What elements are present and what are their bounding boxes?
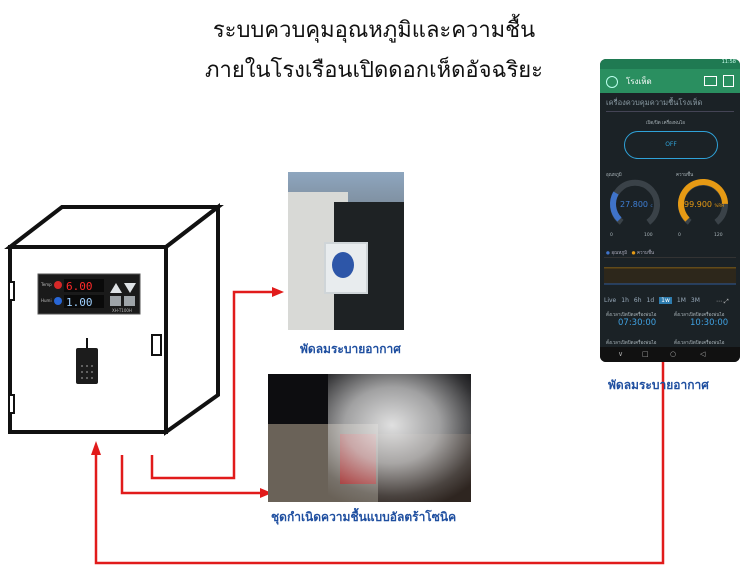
timer3-label: ตั้งเวลาเปิดปิดเครื่องพ่นไอ	[606, 341, 657, 346]
fan-icon	[332, 252, 354, 278]
cabinet-side	[164, 202, 220, 436]
device-name-field[interactable]: เครื่องควบคุมความชื้นโรงเห็ด	[606, 97, 734, 112]
set-button-icon	[110, 296, 121, 306]
control-cabinet	[4, 202, 224, 436]
android-nav-bar: ∨ □ ○ ◁	[600, 347, 740, 362]
timer1-value[interactable]: 07:30:00	[618, 318, 657, 328]
switch-label: เปิด/ปิด เครื่องพ่นไอ	[646, 121, 685, 126]
temp-gauge-label: อุณหภูมิ	[606, 173, 622, 178]
caption-phone: พัดลมระบายอากาศ	[608, 378, 709, 392]
arrow-to-mister-icon	[260, 488, 272, 498]
range-chip[interactable]: 1h	[621, 297, 629, 304]
time-range-selector: Live 1h 6h 1d 1w 1M 3M	[604, 297, 736, 307]
timer1-label: ตั้งเวลาเปิดปิดเครื่องพ่นไอ	[606, 313, 657, 318]
up-arrow-icon	[110, 283, 122, 293]
temp-gauge-max: 100	[644, 233, 653, 238]
range-chip[interactable]: 1d	[646, 297, 655, 304]
hinge-top	[8, 281, 15, 301]
phone-status-bar: 11:58	[600, 59, 740, 69]
controller-display-humidity: 1.00	[66, 296, 93, 309]
wire-to-mister	[120, 455, 261, 495]
edit-icon[interactable]	[723, 75, 734, 87]
mode-button-icon	[124, 296, 135, 306]
mister-switch-button[interactable]: OFF	[624, 131, 718, 159]
nav-back-icon[interactable]: ◁	[700, 350, 706, 358]
status-time: 11:58	[721, 59, 736, 65]
home-icon[interactable]	[606, 76, 618, 88]
app-header: โรงเห็ด	[600, 69, 740, 93]
nav-recent-icon[interactable]: □	[642, 350, 649, 358]
legend-hum: ความชื้น	[636, 251, 655, 256]
hum-gauge-value: 99.900 %RH	[684, 200, 725, 209]
blynk-app-phone: 11:58 โรงเห็ด เครื่องควบคุมความชื้นโรงเห…	[600, 59, 740, 362]
humidity-sensor-probe	[76, 338, 98, 384]
controller-label-humidity: Humi	[41, 298, 52, 303]
hum-gauge-label: ความชื้น	[676, 173, 694, 178]
range-chip[interactable]: 6h	[633, 297, 642, 304]
hum-gauge-max: 120	[714, 233, 723, 238]
temp-humidity-controller	[37, 273, 141, 315]
wire-to-phone	[94, 348, 665, 565]
wire-to-fan	[150, 290, 272, 480]
temp-indicator-icon	[54, 281, 62, 289]
controller-label-temp: Temp	[40, 282, 52, 287]
history-chart	[604, 257, 736, 285]
caption-humidifier: ชุดกำเนิดความชื้นแบบอัลตร้าโซนิค	[271, 510, 457, 524]
range-chip[interactable]: Live	[604, 297, 617, 304]
controller-display-temp: 6.00	[66, 280, 93, 293]
device-icon[interactable]	[704, 76, 717, 86]
hinge-bottom	[8, 394, 15, 414]
arrow-to-cabinet-icon	[91, 441, 101, 455]
more-icon[interactable]: ⋯ ⤢	[716, 298, 729, 305]
chart-legend: ● อุณหภูมิ ● ความชื้น	[606, 251, 655, 256]
nav-down-icon[interactable]: ∨	[618, 350, 624, 358]
nav-home-icon[interactable]: ○	[670, 350, 677, 358]
range-chip[interactable]: 1M	[676, 297, 686, 304]
cabinet-handle	[151, 334, 162, 356]
range-chip[interactable]: 3M	[690, 297, 700, 304]
caption-fan: พัดลมระบายอากาศ	[300, 342, 401, 356]
app-title: โรงเห็ด	[626, 77, 652, 86]
temp-gauge-value: 27.800 c	[620, 200, 653, 209]
ventilation-fan-photo	[288, 172, 404, 330]
timer2-value[interactable]: 10:30:00	[690, 318, 729, 328]
diagram-title-line2: ภายในโรงเรือนเปิดดอกเห็ดอัจฉริยะ	[204, 58, 543, 83]
down-arrow-icon	[124, 283, 136, 293]
timer2-label: ตั้งเวลาเปิดปิดเครื่องพ่นไอ	[674, 313, 725, 318]
timer4-label: ตั้งเวลาเปิดปิดเครื่องพ่นไอ	[674, 341, 725, 346]
ultrasonic-humidifier-photo	[268, 374, 471, 502]
arrow-to-fan-icon	[272, 287, 284, 297]
diagram-title-line1: ระบบควบคุมอุณหภูมิและความชื้น	[212, 18, 536, 43]
temp-gauge	[610, 179, 660, 225]
hum-gauge	[678, 179, 728, 225]
range-chip[interactable]: 1w	[659, 297, 672, 304]
temp-gauge-min: 0	[610, 233, 613, 238]
controller-model: XH-T100H	[112, 308, 132, 313]
hum-gauge-min: 0	[678, 233, 681, 238]
signal-wires	[94, 290, 665, 565]
humidity-indicator-icon	[54, 297, 62, 305]
legend-temp: อุณหภูมิ	[611, 251, 628, 256]
